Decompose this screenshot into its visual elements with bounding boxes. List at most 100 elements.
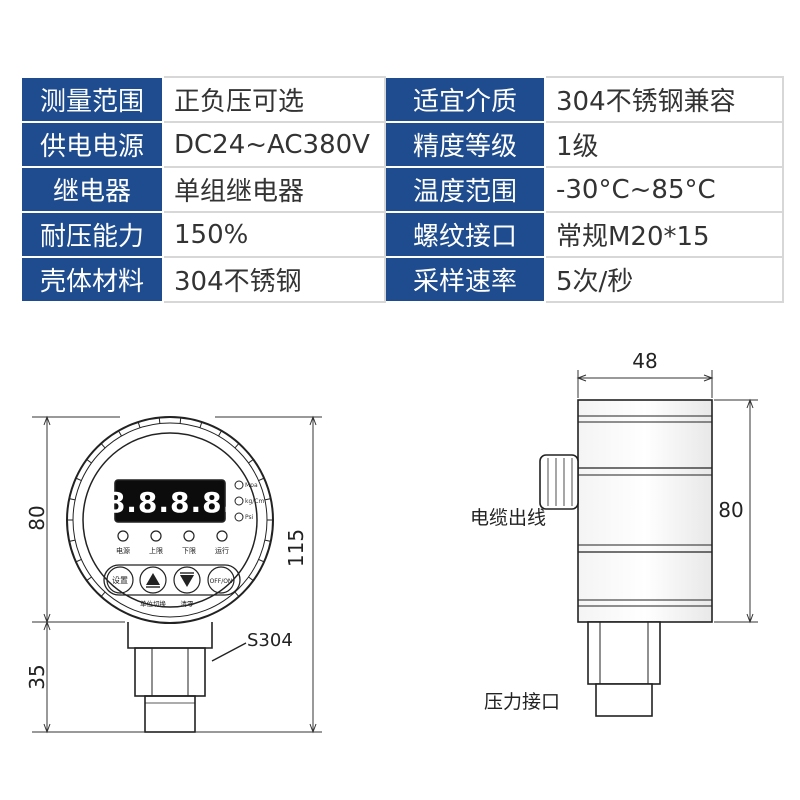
up-arrow-icon — [146, 573, 160, 585]
spec-label: 测量范围 — [20, 76, 164, 123]
spec-label: 耐压能力 — [20, 211, 164, 258]
spec-label: 供电电源 — [20, 121, 164, 168]
knurl-tick — [137, 421, 141, 428]
knurl-marks — [67, 417, 273, 597]
knurl-tick — [75, 477, 82, 482]
unit-indicator — [234, 496, 244, 506]
gauge-neck — [127, 622, 213, 649]
display-digits: 8.8.8.8. — [106, 486, 234, 519]
dimension-80-side: 80 — [718, 498, 743, 522]
hex-nut — [134, 647, 206, 697]
unit-2-text: Psi — [245, 514, 254, 521]
knurl-tick — [86, 459, 92, 464]
unit-0-text: Mpa — [245, 482, 258, 489]
spec-label: 螺纹接口 — [384, 211, 546, 258]
spec-value: DC24~AC380V — [162, 121, 386, 168]
unit-labels: Mpa kg/Cm Psi — [245, 482, 264, 521]
status-led — [150, 530, 162, 542]
gauge-face — [82, 432, 258, 608]
down-key — [173, 566, 201, 594]
dimension-48: 48 — [632, 349, 657, 373]
off-on-button-label: OFF/ON — [210, 578, 233, 585]
dimension-115: 115 — [284, 529, 308, 567]
cable-gland — [539, 454, 579, 510]
knurl-tick — [234, 443, 240, 449]
front-dimensions — [32, 415, 322, 734]
side-thread — [595, 683, 653, 717]
knurl-tick — [264, 498, 271, 501]
ind-3-text: 运行 — [215, 546, 229, 555]
pressure-port-label: 压力接口 — [484, 691, 560, 713]
indicator-labels: 电源 上限 下限 运行 — [116, 546, 229, 555]
knurl-tick — [218, 430, 222, 437]
knurl-tick — [86, 576, 92, 581]
knurl-tick — [248, 576, 254, 581]
spec-label: 采样速率 — [384, 256, 546, 303]
s304-leader — [211, 642, 247, 662]
cable-outlet-label: 电缆出线 — [470, 507, 546, 529]
ind-2-text: 下限 — [182, 546, 196, 555]
display-window — [114, 479, 226, 523]
knurl-tick — [158, 417, 161, 424]
spec-row: 继电器单组继电器温度范围-30°C~85°C — [20, 166, 784, 213]
spec-label: 继电器 — [20, 166, 164, 213]
knurl-tick — [118, 430, 122, 437]
knurl-tick — [258, 477, 265, 482]
knurl-tick — [75, 558, 82, 563]
knurl-tick — [100, 591, 106, 597]
unit-1-text: kg/Cm — [245, 498, 264, 505]
spec-label: 精度等级 — [384, 121, 546, 168]
down-arrow-icon — [180, 575, 194, 587]
knurl-tick — [264, 539, 271, 542]
spec-value: 304不锈钢兼容 — [544, 76, 784, 123]
side-stem — [587, 621, 661, 685]
thread-connector — [144, 695, 196, 733]
side-view — [539, 399, 713, 717]
set-key — [106, 566, 134, 594]
set-button-label: 设置 — [112, 575, 128, 585]
status-led — [183, 530, 195, 542]
front-view — [66, 416, 274, 733]
keypad — [103, 564, 241, 596]
spec-value: 常规M20*15 — [544, 211, 784, 258]
technical-drawing: 8.8.8.8. Mpa kg/Cm Psi 电源 上限 下限 运行 设置 OF… — [25, 349, 758, 734]
ind-0-text: 电源 — [116, 546, 130, 555]
s304-label: S304 — [247, 630, 293, 651]
spec-label: 温度范围 — [384, 166, 546, 213]
unit-indicator — [234, 480, 244, 490]
spec-value: -30°C~85°C — [544, 166, 784, 213]
dimension-35: 35 — [25, 664, 49, 689]
spec-value: 1级 — [544, 121, 784, 168]
side-housing — [577, 399, 713, 623]
knurl-tick — [100, 443, 106, 449]
knurl-tick — [69, 539, 76, 542]
knurl-tick — [69, 498, 76, 501]
spec-value: 150% — [162, 211, 386, 258]
ind-1-text: 上限 — [149, 546, 163, 555]
knurl-tick — [179, 417, 182, 424]
status-led — [117, 530, 129, 542]
spec-value: 正负压可选 — [162, 76, 386, 123]
dimension-80-front: 80 — [25, 505, 49, 530]
up-key — [139, 566, 167, 594]
zero-caption: 清零 — [181, 599, 195, 608]
knurl-tick — [248, 459, 254, 464]
unit-indicator — [234, 512, 244, 522]
knurl-tick — [199, 421, 203, 428]
spec-label: 壳体材料 — [20, 256, 164, 303]
status-led — [216, 530, 228, 542]
off-on-key — [207, 566, 235, 594]
spec-value: 304不锈钢 — [162, 256, 386, 303]
side-dimensions — [576, 370, 758, 624]
spec-value: 5次/秒 — [544, 256, 784, 303]
knurl-tick — [234, 591, 240, 597]
spec-label: 适宜介质 — [384, 76, 546, 123]
knurl-tick — [258, 558, 265, 563]
unit-switch-caption: 单位切换 — [140, 599, 167, 608]
